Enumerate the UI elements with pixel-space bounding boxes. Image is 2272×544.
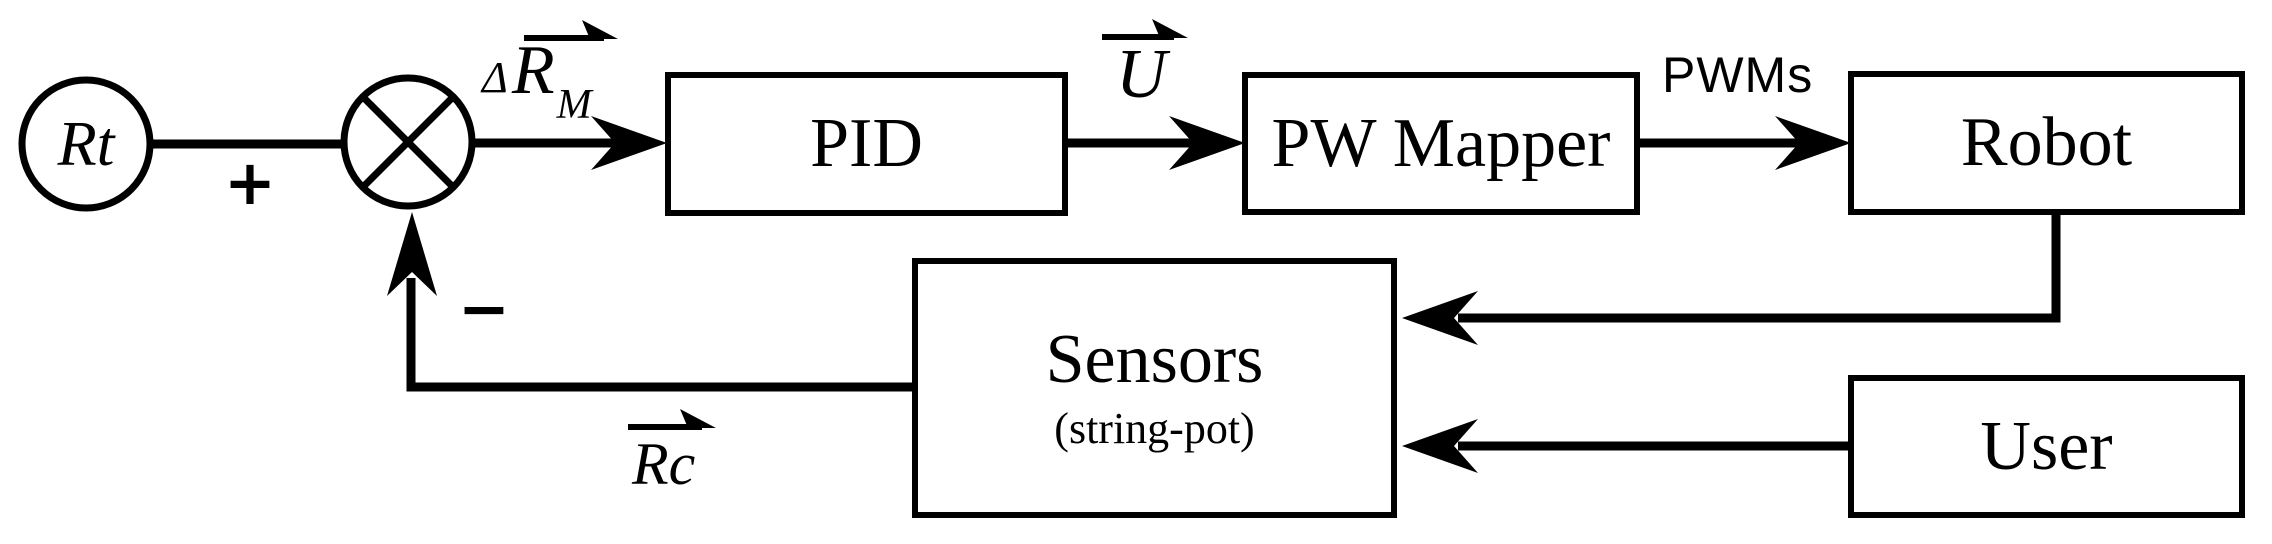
- delta-rm-prefix: Δ: [482, 53, 508, 102]
- vector-arrow-rc-icon: [628, 409, 716, 430]
- delta-rm-subscript: M: [556, 82, 592, 128]
- pw-mapper-block-label: PW Mapper: [1271, 104, 1611, 182]
- delta-rm-base: R: [511, 32, 555, 109]
- pwms-signal-label: PWMs: [1662, 47, 1814, 103]
- u-signal-label: U: [1116, 36, 1167, 113]
- arrowhead-into-junction: [387, 212, 437, 296]
- connector-lines: [152, 138, 2061, 451]
- sensors-block-label: Sensors: [1045, 321, 1264, 399]
- robot-block: Robot: [1848, 71, 2245, 215]
- user-block: User: [1848, 375, 2245, 518]
- plus-sign: +: [224, 146, 276, 219]
- rt-node-circle: [18, 76, 154, 212]
- pw-mapper-block: PW Mapper: [1242, 72, 1640, 215]
- vector-arrow-rm-icon: [524, 20, 618, 41]
- arrowhead-into-sensors-bottom: [1402, 419, 1478, 473]
- wire-robot-to-sensors: [1458, 212, 2061, 323]
- wire-sensors-to-junction: [406, 278, 914, 392]
- rc-signal-label: Rc: [632, 431, 696, 497]
- arrowheads: [387, 116, 1851, 473]
- summing-junction-icon: [340, 74, 476, 210]
- arrowhead-into-robot: [1775, 116, 1851, 170]
- vector-arrow-u-icon: [1102, 19, 1188, 40]
- arrowhead-into-pid: [591, 116, 667, 170]
- user-block-label: User: [1980, 407, 2113, 485]
- pid-block: PID: [665, 72, 1068, 216]
- pid-block-label: PID: [810, 105, 923, 183]
- minus-sign: −: [458, 272, 510, 345]
- delta-rm-signal-label: Δ R M: [482, 32, 592, 128]
- arrowhead-into-pwmapper: [1169, 116, 1245, 170]
- arrowhead-into-sensors-top: [1402, 291, 1478, 345]
- vector-accents: [524, 19, 1188, 430]
- robot-block-label: Robot: [1960, 104, 2133, 182]
- sensors-block: Sensors (string-pot): [912, 258, 1397, 518]
- sensors-block-sublabel: (string-pot): [1054, 403, 1255, 453]
- rt-node-label: Rt: [57, 108, 115, 179]
